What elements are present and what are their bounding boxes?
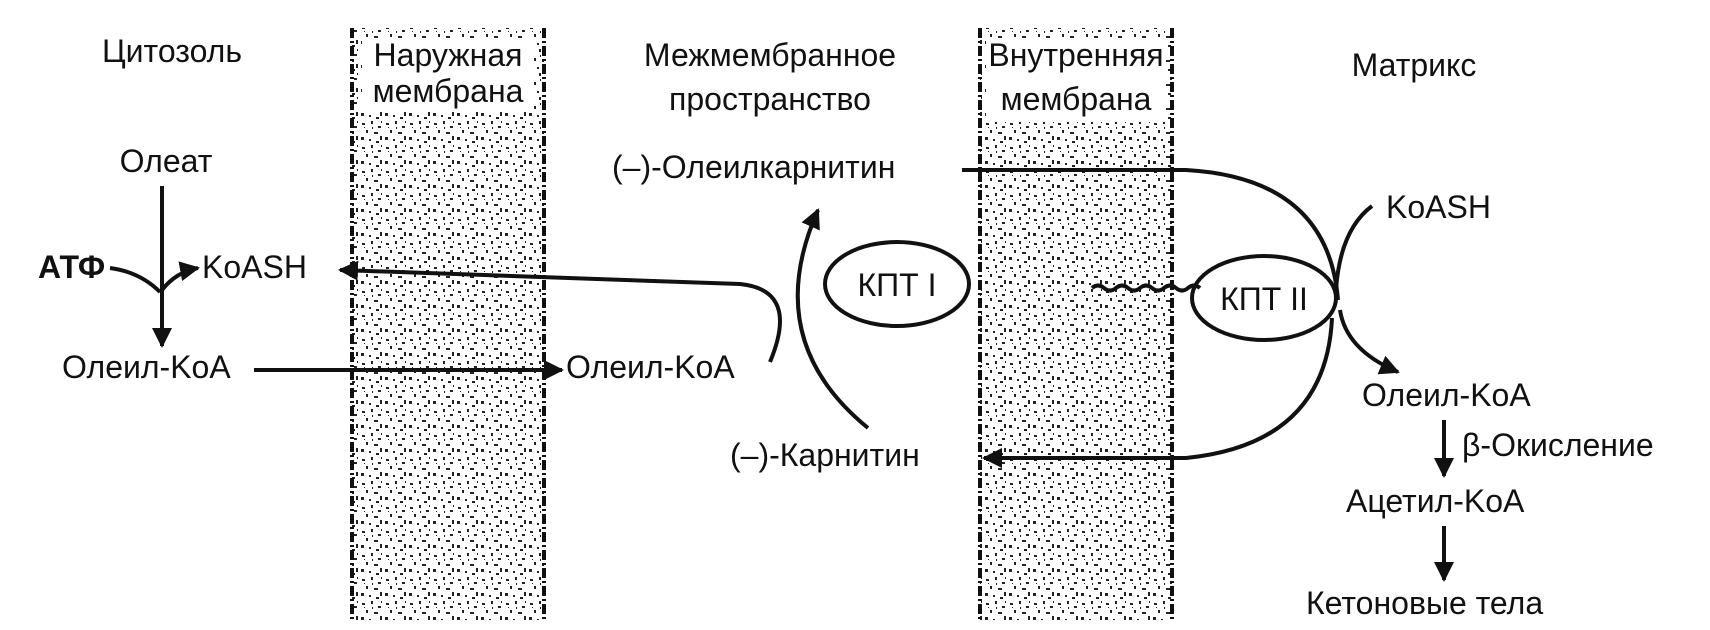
ketone-bodies-label: Кетоновые тела xyxy=(1306,585,1543,621)
cpt2-label: КПТ II xyxy=(1220,281,1308,317)
matrix-label: Матрикс xyxy=(1352,47,1477,83)
cpt2-enzyme xyxy=(1190,254,1338,342)
oleyl-coa-matrix-label: Олеил-KoA xyxy=(1362,377,1531,413)
inner-membrane xyxy=(978,28,1174,620)
beta-oxidation-label: β-Окисление xyxy=(1462,427,1654,463)
cpt2-product-curve xyxy=(1338,309,1400,375)
koash-cytosol-label: KoASH xyxy=(202,249,307,285)
koash-matrix-curve xyxy=(1334,204,1374,291)
oleylcarnitine-translocation-path xyxy=(962,168,1340,301)
oleylcarnitine-label: (–)-Олеилкарнитин xyxy=(612,149,895,185)
outer-membrane-label-line2: мембрана xyxy=(373,73,524,109)
carnitine-return-line xyxy=(982,317,1334,468)
oleyl-coa-cytosol-label: Олеил-KoA xyxy=(62,349,231,385)
inner-membrane-label-line2: мембрана xyxy=(1001,81,1152,117)
oleate-label: Олеат xyxy=(120,143,213,179)
intermembrane-label-line1: Межмембранное xyxy=(644,37,896,73)
outer-membrane-label-bg xyxy=(362,38,534,112)
oleyl-coa-intermembrane-label: Олеил-KoA xyxy=(566,349,735,385)
koash-return-line xyxy=(338,260,782,363)
intermembrane-label-line2: пространство xyxy=(669,81,871,117)
inner-membrane-label-line1: Внутренняя xyxy=(988,37,1163,73)
atp-curve xyxy=(109,266,162,294)
cpt2-membrane-anchor xyxy=(1090,283,1202,293)
koash-matrix-label: KoASH xyxy=(1386,189,1491,225)
cpt1-enzyme xyxy=(823,240,971,328)
acetyl-coa-label: Ацетил-KoA xyxy=(1346,483,1525,519)
cpt1-label: КПТ I xyxy=(858,267,937,303)
outer-membrane-label-line1: Наружная xyxy=(374,37,523,73)
cytosol-label: Цитозоль xyxy=(102,33,242,69)
outer-membrane xyxy=(350,28,546,620)
cpt1-reaction-curve xyxy=(795,208,870,430)
carnitine-label: (–)-Карнитин xyxy=(730,437,920,473)
koash-release-curve xyxy=(160,261,200,292)
inner-membrane-label-bg xyxy=(986,38,1166,122)
atp-label: АТФ xyxy=(38,249,105,285)
